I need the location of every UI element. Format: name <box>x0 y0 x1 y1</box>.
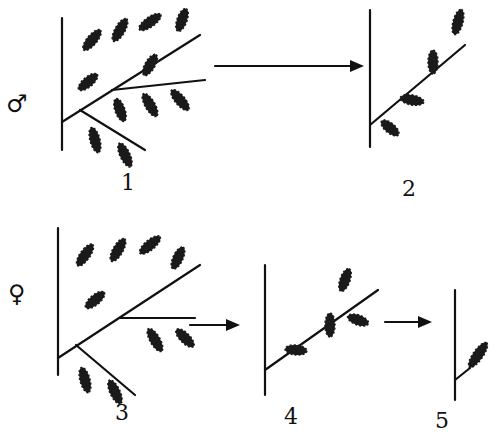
sex-symbol: ♂ <box>6 92 28 116</box>
figure-number: 4 <box>284 406 298 428</box>
sex-symbol: ♀ <box>8 282 26 306</box>
figure-number: 3 <box>115 402 129 424</box>
figure-number: 2 <box>402 178 416 200</box>
figure-number: 1 <box>121 172 135 194</box>
figure-number: 5 <box>435 410 449 432</box>
